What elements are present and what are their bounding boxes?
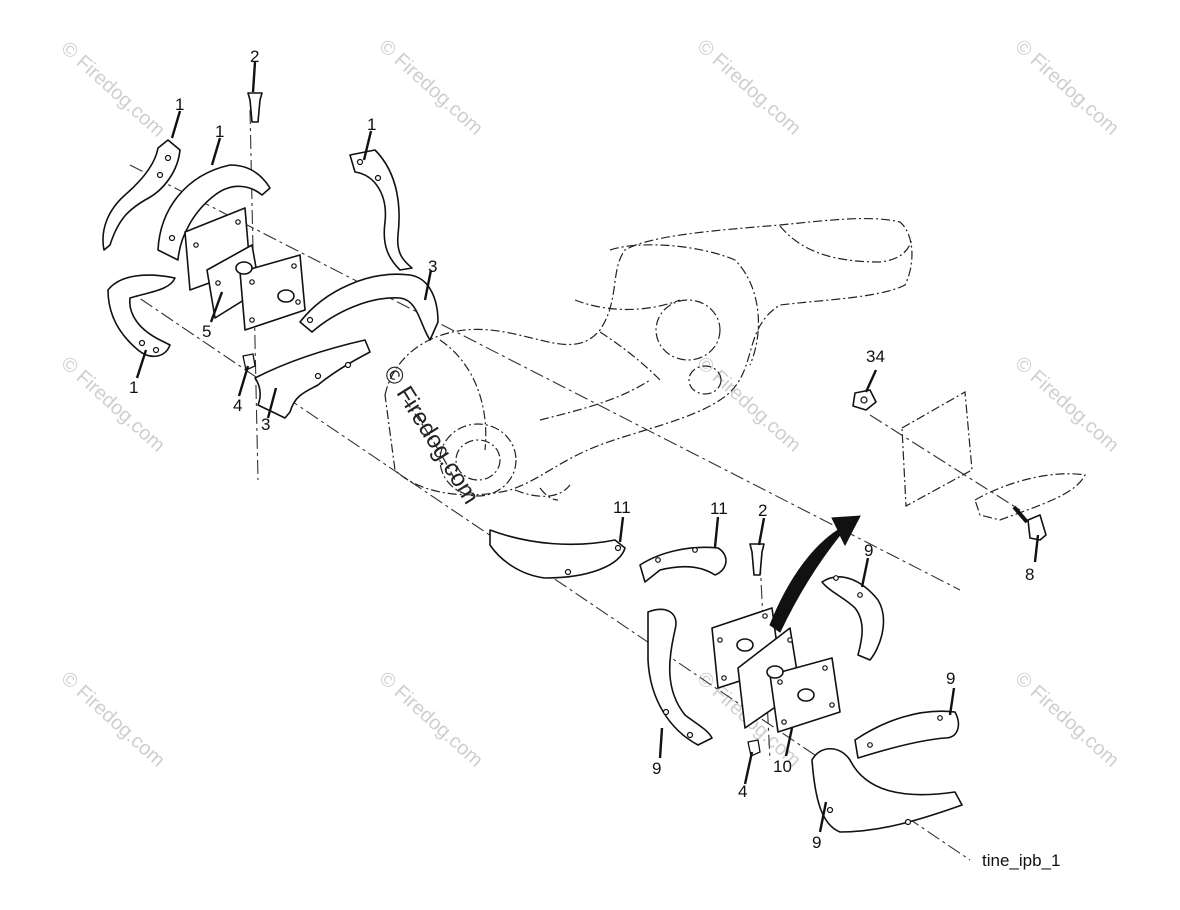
tine-blade — [349, 149, 413, 271]
hairpin-clip — [242, 353, 256, 371]
callout-labels: 1 1 2 1 3 5 1 4 3 11 11 2 9 34 8 9 9 4 1… — [129, 47, 1034, 852]
tine-blade — [107, 274, 176, 358]
tine-blade — [854, 710, 960, 759]
tine-blade — [254, 339, 371, 419]
tiller-housing-phantom — [384, 217, 913, 501]
tine-blade — [299, 273, 439, 341]
rotation-arrow-icon — [769, 515, 861, 633]
phantom-plate-right — [901, 391, 1086, 521]
clevis-pin — [247, 92, 263, 123]
callout-label: 2 — [250, 47, 259, 66]
watermark-text: © Firedog.com — [1011, 35, 1123, 139]
callout-label: 5 — [202, 322, 211, 341]
leader-lines — [135, 61, 1040, 833]
hairpin-clip — [747, 739, 761, 757]
callout-label: 9 — [946, 669, 955, 688]
callout-label: 4 — [738, 782, 747, 801]
diagram-id-label: tine_ipb_1 — [982, 851, 1061, 870]
callout-label: 3 — [261, 415, 270, 434]
callout-label: 1 — [367, 115, 376, 134]
callout-label: 9 — [812, 833, 821, 852]
watermark-text: © Firedog.com — [57, 667, 169, 771]
watermark-text: © Firedog.com — [1011, 352, 1123, 456]
callout-label: 3 — [428, 257, 437, 276]
callout-label: 11 — [710, 499, 728, 518]
hub-flange-plate — [239, 254, 306, 331]
tine-blade — [489, 529, 626, 579]
watermark-text: © Firedog.com — [57, 37, 169, 141]
clevis-pin — [749, 543, 765, 576]
watermark-text: © Firedog.com — [693, 352, 805, 456]
callout-label: 9 — [864, 541, 873, 560]
right-tine-assembly — [489, 515, 963, 833]
tine-blade — [157, 164, 271, 261]
callout-label: 1 — [129, 378, 138, 397]
watermark-text: © Firedog.com — [375, 667, 487, 771]
callout-label: 9 — [652, 759, 661, 778]
callout-label: 1 — [175, 95, 184, 114]
watermark-text: © Firedog.com — [1011, 667, 1123, 771]
callout-label: 2 — [758, 501, 767, 520]
watermark-center: © Firedog.com — [378, 361, 484, 509]
callout-label: 10 — [773, 757, 792, 776]
callout-label: 11 — [613, 498, 631, 517]
callout-label: 4 — [233, 396, 242, 415]
tine-blade — [811, 747, 963, 833]
bolt — [1027, 514, 1047, 541]
tine-blade — [102, 139, 181, 251]
tine-blade — [821, 576, 885, 661]
watermark-text: © Firedog.com — [57, 352, 169, 456]
watermark-text: © Firedog.com — [375, 35, 487, 139]
watermark-text: © Firedog.com — [693, 35, 805, 139]
callout-label: 34 — [866, 347, 885, 366]
hardware — [852, 389, 1047, 541]
callout-label: 8 — [1025, 565, 1034, 584]
callout-label: 1 — [215, 122, 224, 141]
tine-blade — [639, 546, 727, 583]
